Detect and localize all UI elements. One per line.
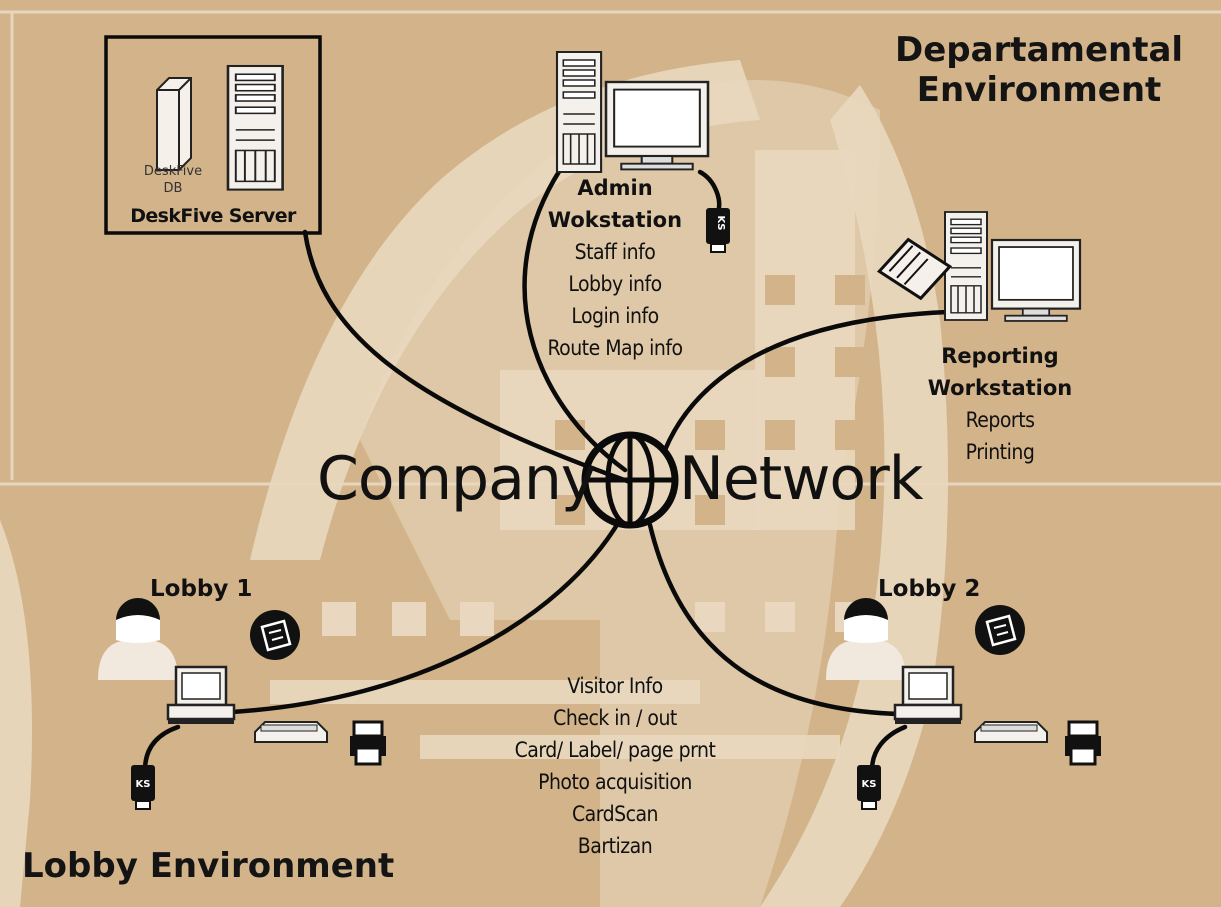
- phone-icon: [876, 237, 953, 301]
- server-title: DeskFive Server: [130, 205, 296, 227]
- reporting-computer-icon: [944, 211, 1082, 323]
- admin-item-routemap: Route Map info: [547, 336, 683, 360]
- departmental-title-line-2: Environment: [916, 70, 1162, 110]
- admin-ks-label: KS: [715, 216, 726, 231]
- reporting-workstation-label: Reporting Workstation Reports Printing: [900, 340, 1100, 468]
- lobby1-title: Lobby 1: [150, 576, 253, 602]
- server-box: [104, 35, 322, 235]
- lobby-functions-list: Visitor Info Check in / out Card/ Label/…: [455, 670, 775, 862]
- lobby1-ks-label: KS: [136, 779, 151, 790]
- admin-item-staff: Staff info: [574, 240, 656, 264]
- lobby-function-checkin: Check in / out: [553, 706, 677, 730]
- network-links: [142, 167, 951, 773]
- lobby-function-visitor: Visitor Info: [567, 674, 663, 698]
- building-windows: [555, 275, 865, 525]
- globe-icon: [581, 431, 679, 529]
- db-label: DeskFive DB: [128, 163, 218, 197]
- lobby2-title: Lobby 2: [878, 576, 981, 602]
- lobby1-person-icon: [98, 598, 178, 680]
- building-windows-lower: [322, 602, 865, 636]
- admin-item-lobby: Lobby info: [568, 272, 662, 296]
- reporting-title-line-2: Workstation: [927, 376, 1073, 400]
- server-tower-icon: [226, 64, 284, 191]
- link-lobby2: [647, 522, 903, 717]
- admin-title-line-2: Wokstation: [547, 208, 683, 232]
- lobby-function-photo: Photo acquisition: [538, 770, 692, 794]
- reporting-title-line-1: Reporting: [941, 344, 1059, 368]
- lobby2-printer-icon: [1063, 720, 1103, 766]
- lobby-environment-title: Lobby Environment: [22, 846, 395, 886]
- deskfive-server-group: [104, 35, 322, 235]
- company-label: Company: [317, 444, 596, 514]
- lobby1-laptop-icon: [166, 665, 236, 726]
- lobby1-printer-icon: [348, 720, 388, 766]
- lobby2-ks-label: KS: [862, 779, 877, 790]
- departmental-title-line-1: Departamental: [895, 30, 1184, 70]
- lobby-function-cardscan: CardScan: [571, 802, 659, 826]
- link-lobby1-ks: [142, 724, 181, 773]
- db-label-line-1: DeskFive: [143, 164, 203, 179]
- departmental-environment-title: Departamental Environment: [895, 30, 1183, 110]
- admin-item-login: Login info: [571, 304, 659, 328]
- link-lobby1: [229, 517, 623, 715]
- lobby2-laptop-icon: [893, 665, 963, 726]
- lobby1-scanner-icon: [254, 721, 328, 743]
- lobby-function-card: Card/ Label/ page prnt: [514, 738, 716, 762]
- lobby-function-bartizan: Bartizan: [577, 834, 653, 858]
- lobby2-scanner-icon: [974, 721, 1048, 743]
- link-reporting: [662, 309, 951, 453]
- admin-workstation-label: Admin Wokstation Staff info Lobby info L…: [500, 172, 730, 364]
- reporting-item-reports: Reports: [965, 408, 1035, 432]
- link-admin: [522, 167, 628, 473]
- db-label-line-2: DB: [163, 181, 183, 196]
- reporting-item-printing: Printing: [965, 440, 1035, 464]
- lobby1-cardscan-icon: [248, 608, 302, 662]
- admin-title-line-1: Admin: [577, 176, 653, 200]
- lobby2-cardscan-icon: [973, 603, 1027, 657]
- link-server: [302, 229, 633, 485]
- db-server-icon: [156, 77, 192, 171]
- network-label: Network: [679, 444, 924, 514]
